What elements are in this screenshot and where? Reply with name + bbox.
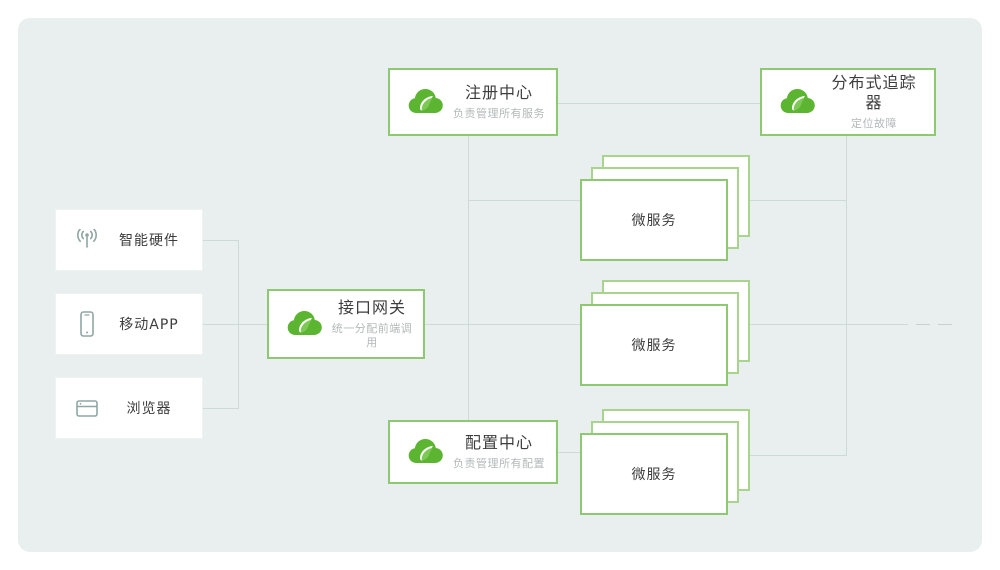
microservice-stack-top[interactable]: 微服务 bbox=[580, 155, 750, 265]
microservice-stack-middle[interactable]: 微服务 bbox=[580, 280, 750, 390]
node-text: 接口网关 统一分配前端调用 bbox=[331, 298, 423, 350]
microservice-label: 微服务 bbox=[631, 213, 677, 229]
node-config-center[interactable]: 配置中心 负责管理所有配置 bbox=[388, 420, 558, 484]
client-label: 浏览器 bbox=[126, 401, 172, 417]
node-registry[interactable]: 注册中心 负责管理所有服务 bbox=[388, 68, 558, 136]
node-subtitle: 负责管理所有配置 bbox=[453, 457, 545, 471]
connector-bus-to-gateway bbox=[238, 324, 268, 325]
connector-client-app bbox=[202, 324, 239, 325]
spring-cloud-leaf-icon bbox=[778, 83, 818, 121]
spring-cloud-leaf-icon bbox=[285, 305, 325, 343]
node-gateway[interactable]: 接口网关 统一分配前端调用 bbox=[267, 289, 425, 359]
microservice-sheet-front[interactable]: 微服务 bbox=[580, 433, 728, 515]
node-subtitle: 负责管理所有服务 bbox=[453, 107, 545, 121]
connector-client-hardware bbox=[202, 240, 239, 241]
node-subtitle: 统一分配前端调用 bbox=[331, 322, 413, 349]
client-label: 移动APP bbox=[119, 317, 179, 333]
connector-right-to-ms-middle bbox=[746, 324, 847, 325]
node-distributed-tracer[interactable]: 分布式追踪器 定位故障 bbox=[760, 68, 936, 136]
connector-outgoing bbox=[846, 324, 908, 325]
microservice-label: 微服务 bbox=[631, 338, 677, 354]
client-card-hardware[interactable]: 智能硬件 bbox=[55, 209, 203, 271]
browser-window-icon bbox=[70, 397, 104, 419]
client-card-browser[interactable]: 浏览器 bbox=[55, 377, 203, 439]
connector-client-browser bbox=[202, 408, 239, 409]
node-subtitle: 定位故障 bbox=[851, 117, 897, 131]
outgoing-dash-2 bbox=[938, 324, 952, 325]
microservice-sheet-front[interactable]: 微服务 bbox=[580, 179, 728, 261]
node-text: 注册中心 负责管理所有服务 bbox=[452, 83, 556, 121]
signal-broadcast-icon bbox=[70, 229, 104, 251]
node-title: 注册中心 bbox=[464, 83, 533, 103]
microservice-label: 微服务 bbox=[631, 467, 677, 483]
node-title: 分布式追踪器 bbox=[831, 73, 917, 113]
connector-right-to-ms-bottom bbox=[746, 455, 847, 456]
connector-right-trunk bbox=[846, 136, 847, 456]
connector-registry-to-tracer bbox=[558, 103, 761, 104]
client-label: 智能硬件 bbox=[119, 233, 179, 249]
mobile-phone-icon bbox=[70, 310, 104, 338]
node-text: 分布式追踪器 定位故障 bbox=[824, 73, 934, 131]
spring-cloud-leaf-icon bbox=[406, 433, 446, 471]
node-title: 接口网关 bbox=[337, 298, 406, 318]
node-text: 配置中心 负责管理所有配置 bbox=[452, 433, 556, 471]
connector-gateway-right bbox=[425, 324, 605, 325]
node-title: 配置中心 bbox=[464, 433, 533, 453]
spring-cloud-leaf-icon bbox=[406, 83, 446, 121]
connector-trunk-to-ms-top bbox=[468, 200, 608, 201]
connector-right-to-ms-top bbox=[746, 200, 847, 201]
microservice-stack-bottom[interactable]: 微服务 bbox=[580, 409, 750, 519]
outgoing-dash-1 bbox=[916, 324, 930, 325]
connector-center-trunk bbox=[468, 136, 469, 420]
client-card-mobile-app[interactable]: 移动APP bbox=[55, 293, 203, 355]
microservice-sheet-front[interactable]: 微服务 bbox=[580, 304, 728, 386]
